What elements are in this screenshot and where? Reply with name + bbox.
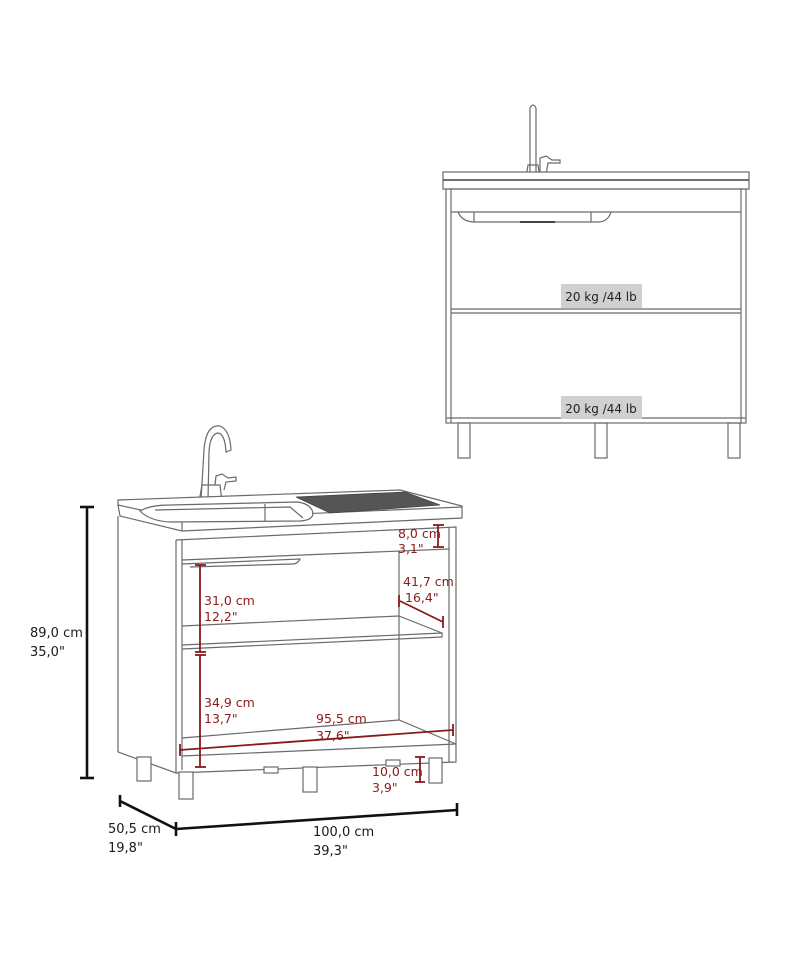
interior-width-cm-label: 95,5 cm [316, 711, 367, 726]
leg [594, 422, 608, 459]
shelf-load-lower-text: 20 kg /44 lb [565, 402, 637, 416]
leg-height-in-label: 3,9" [372, 780, 398, 795]
leg [385, 759, 401, 767]
leg-height-dimension: 10,0 cm 3,9" [372, 756, 425, 795]
interior-width-dimension: 95,5 cm 37,6" [179, 711, 454, 756]
faucet-icon [198, 425, 237, 503]
isometric-cabinet [117, 425, 463, 800]
depth-in-label: 19,8" [108, 841, 143, 856]
shelf-depth-in-label: 16,4" [405, 590, 439, 605]
lower-space-dimension: 34,9 cm 13,7" [195, 654, 255, 768]
height-cm-label: 89,0 cm [30, 626, 83, 641]
leg-height-cm-label: 10,0 cm [372, 764, 423, 779]
height-dimension: 89,0 cm 35,0" [30, 505, 94, 780]
sink-basin [139, 501, 314, 523]
front-view-cabinet: 20 kg /44 lb 20 kg /44 lb [442, 104, 750, 459]
interior-width-in-label: 37,6" [316, 728, 350, 743]
upper-space-dimension: 31,0 cm 12,2" [195, 564, 255, 653]
leg [457, 422, 471, 459]
leg [428, 757, 443, 784]
top-rail-dimension: 8,0 cm 3,1" [398, 524, 444, 556]
depth-cm-label: 50,5 cm [108, 822, 161, 837]
drainboard [295, 491, 441, 514]
width-dimension [174, 803, 459, 836]
height-in-label: 35,0" [30, 645, 65, 660]
shelf-load-upper-text: 20 kg /44 lb [565, 290, 637, 304]
width-in-label: 39,3" [313, 844, 348, 859]
lower-space-in-label: 13,7" [204, 711, 238, 726]
faucet-icon [525, 104, 561, 179]
shelf-load-badge-upper [561, 284, 642, 308]
leg [178, 771, 194, 800]
shelf-depth-dimension: 41,7 cm 16,4" [398, 574, 454, 628]
countertop [442, 171, 750, 181]
upper-space-in-label: 12,2" [204, 609, 238, 624]
upper-space-cm-label: 31,0 cm [204, 593, 255, 608]
leg [263, 766, 279, 774]
top-rail-cm-label: 8,0 cm [398, 526, 441, 541]
width-cm-label: 100,0 cm [313, 825, 374, 840]
leg [727, 422, 741, 459]
cabinet-side [117, 516, 177, 774]
shelf-load-badge-lower [561, 396, 642, 419]
leg [136, 756, 152, 782]
leg [302, 766, 318, 793]
shelf-depth-cm-label: 41,7 cm [403, 574, 454, 589]
depth-dimension: 50,5 cm 19,8" [108, 795, 459, 856]
lower-space-cm-label: 34,9 cm [204, 695, 255, 710]
top-rail-in-label: 3,1" [398, 541, 424, 556]
